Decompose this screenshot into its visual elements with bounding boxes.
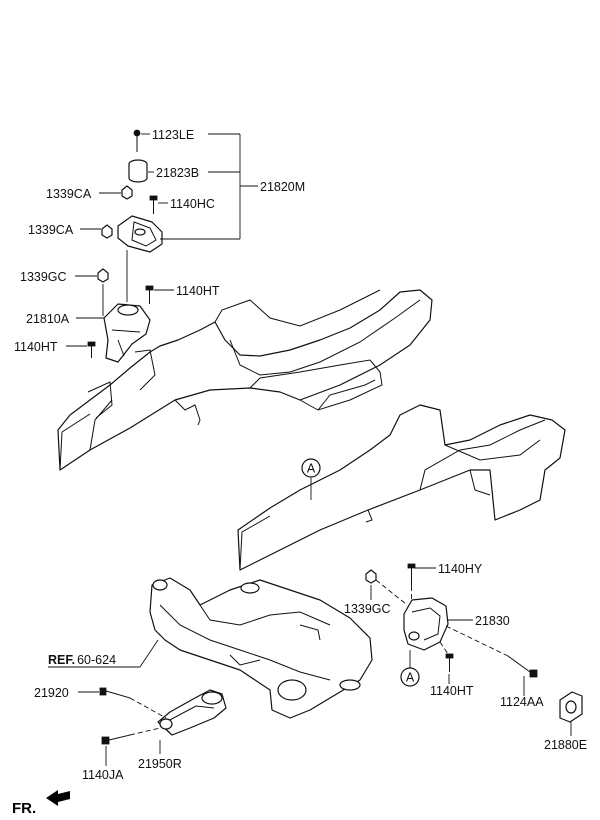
nut-1339ca-upper[interactable]	[121, 185, 133, 200]
label-1339ca-lower: 1339CA	[28, 223, 74, 237]
upper-side-member	[57, 289, 433, 471]
upper-mount-assembly	[87, 129, 163, 363]
label-21823b: 21823B	[156, 166, 199, 180]
marker-a-upper-label: A	[307, 462, 316, 476]
label-1124aa: 1124AA	[500, 695, 544, 709]
bolt-1124aa[interactable]	[445, 625, 538, 678]
cap-21880e[interactable]	[559, 691, 583, 723]
label-1123le: 1123LE	[152, 128, 194, 142]
bolt-1140ja[interactable]	[101, 727, 161, 745]
subframe[interactable]	[149, 577, 373, 719]
bolt-1140hc[interactable]	[149, 195, 158, 214]
leader-lines	[48, 133, 572, 766]
label-21880e: 21880E	[544, 738, 587, 752]
label-21810a: 21810A	[26, 312, 70, 326]
bolt-1140hy[interactable]	[407, 563, 416, 600]
bolt-1123le[interactable]	[133, 129, 141, 152]
label-1140hy: 1140HY	[438, 562, 483, 576]
label-21820m: 21820M	[260, 180, 305, 194]
label-21950r: 21950R	[138, 757, 182, 771]
nut-1339gc-lower[interactable]	[365, 569, 407, 605]
marker-a-upper: A	[301, 458, 321, 478]
bushing-21823b[interactable]	[128, 159, 148, 183]
reference-prefix: REF.	[48, 653, 75, 667]
bolt-1140ht-lower[interactable]	[439, 641, 454, 672]
label-1140ht-upper: 1140HT	[176, 284, 220, 298]
roll-rod-21950r[interactable]	[157, 689, 227, 736]
front-arrow-icon	[46, 790, 70, 806]
bolt-1140ht-upper[interactable]	[145, 285, 154, 304]
bolt-1140ht-left[interactable]	[87, 341, 96, 358]
label-21920: 21920	[34, 686, 69, 700]
marker-a-lower: A	[400, 667, 420, 687]
mount-21830[interactable]	[403, 597, 449, 651]
label-1140ht-lower: 1140HT	[430, 684, 474, 698]
label-1140hc: 1140HC	[170, 197, 215, 211]
bracket-21820m[interactable]	[117, 215, 163, 253]
label-1140ja: 1140JA	[82, 768, 124, 782]
label-1339gc-upper: 1339GC	[20, 270, 67, 284]
marker-a-lower-label: A	[406, 671, 415, 685]
front-direction-indicator: FR.	[12, 790, 70, 817]
reference-label: REF.60-624	[48, 653, 116, 667]
label-1339gc-lower: 1339GC	[344, 602, 391, 616]
label-1339ca-upper: 1339CA	[46, 187, 92, 201]
nut-1339ca-lower[interactable]	[101, 224, 113, 239]
lower-side-member	[237, 404, 566, 571]
label-1140ht-left: 1140HT	[14, 340, 58, 354]
front-label: FR.	[12, 800, 36, 817]
nut-1339gc-upper[interactable]	[97, 268, 109, 283]
label-21830: 21830	[475, 614, 510, 628]
reference-number: 60-624	[77, 653, 116, 667]
insulator-21810a[interactable]	[103, 303, 151, 363]
bolt-21920[interactable]	[99, 687, 167, 719]
